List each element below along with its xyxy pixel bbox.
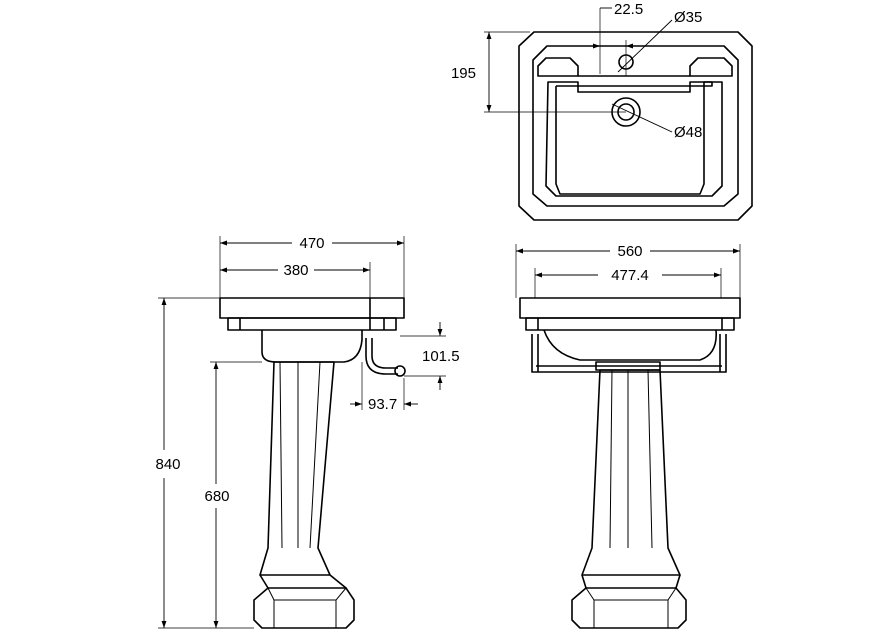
dim-basin-depth-label: 380 — [283, 262, 308, 279]
dim-tap-to-waste-label: 195 — [451, 65, 476, 82]
side-view-plinth — [253, 587, 355, 629]
side-view-basin-rim — [227, 317, 397, 331]
side-view-pedestal-facet-2 — [309, 361, 321, 549]
side-view-waste-pipe — [365, 338, 398, 375]
top-view-bowl — [555, 81, 713, 195]
top-view-right-shelf — [689, 57, 733, 77]
dim-waste-diameter-label: Ø48 — [674, 124, 702, 141]
top-view-outer-rim — [518, 31, 753, 221]
front-view-basin-rim — [525, 317, 735, 331]
front-view-plinth — [571, 587, 687, 629]
dim-tap-offset-label: 22.5 — [614, 1, 643, 18]
front-view-pedestal-flare — [581, 574, 681, 589]
side-view-pedestal-flare — [259, 574, 347, 589]
dim-waste-drop-label: 101.5 — [422, 348, 460, 365]
side-view-pedestal-facet-3 — [279, 361, 283, 549]
side-view-bowl — [261, 330, 363, 363]
side-view — [219, 297, 406, 629]
front-view-plinth-detail — [585, 587, 677, 628]
front-view-pedestal — [581, 369, 681, 576]
front-view-pedestal-facet-1 — [609, 369, 613, 549]
top-view-inner-rim — [532, 45, 739, 207]
top-view-bowl-lip — [545, 81, 723, 197]
dim-overall-width-side-label: 470 — [299, 235, 324, 252]
dim-tap-diameter-leader — [617, 19, 673, 73]
side-view-waste-pipe-inner — [371, 338, 398, 369]
dim-tap-diameter-label: Ø35 — [674, 9, 702, 26]
dim-waste-diameter-leader — [611, 103, 673, 133]
side-view-dimensions: 470 380 101.5 93.7 840 680 — [155, 235, 460, 629]
dim-waste-projection-label: 93.7 — [368, 396, 397, 413]
side-view-pedestal — [259, 361, 335, 576]
front-view-pedestal-facet-2 — [647, 369, 653, 549]
dim-overall-height-label: 840 — [155, 456, 180, 473]
dim-overall-width-front-label: 560 — [617, 243, 642, 260]
side-view-basin-top — [219, 297, 405, 319]
top-view — [518, 31, 753, 221]
front-view-dimensions: 560 477.4 — [515, 243, 741, 298]
top-view-left-shelf — [537, 57, 579, 77]
front-view — [519, 297, 741, 629]
front-view-basin-top — [519, 297, 741, 319]
dim-inner-width-front-label: 477.4 — [611, 267, 649, 284]
dim-pedestal-height-label: 680 — [204, 488, 229, 505]
top-view-dimensions: 22.5 Ø35 Ø48 195 — [451, 1, 702, 141]
side-view-plinth-detail — [267, 587, 347, 628]
side-view-waste-cap — [394, 365, 406, 377]
front-view-towel-rail — [531, 334, 727, 373]
front-view-bowl — [543, 329, 717, 361]
